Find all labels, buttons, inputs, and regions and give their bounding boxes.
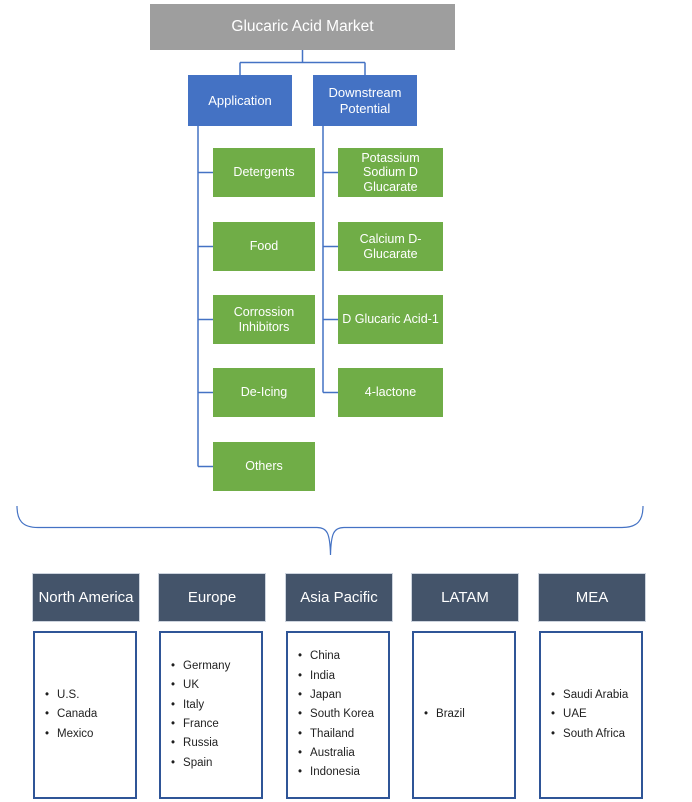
leaf-label: Potassium Sodium D Glucarate — [361, 150, 420, 194]
country-label: Japan — [310, 689, 342, 702]
country-label: France — [183, 718, 219, 730]
leaf-label: 4-lactone — [364, 385, 417, 400]
country-item-russia: • Russia — [171, 734, 261, 753]
bullet-icon: • — [551, 727, 556, 740]
branch-downstream-potential: Downstream Potential — [313, 75, 417, 126]
leaf-label: Detergents — [233, 165, 295, 180]
country-item-thailand: • Thailand — [298, 725, 388, 744]
bullet-icon: • — [45, 727, 50, 740]
region-header-latam: LATAM — [411, 573, 519, 622]
country-label: Canada — [57, 708, 98, 721]
country-item-india: • India — [298, 667, 388, 686]
country-label: Thailand — [310, 727, 355, 740]
leaf-label: De-Icing — [240, 385, 288, 400]
branch-downstream-potential-label: Downstream Potential — [328, 84, 402, 116]
bullet-icon: • — [171, 737, 176, 750]
leaf-label: Food — [249, 239, 279, 254]
country-item-saudi-arabia: • Saudi Arabia — [551, 686, 641, 705]
root-node-label: Glucaric Acid Market — [231, 18, 374, 35]
region-list-asia-pacific: •China•India•Japan•South Korea•Thailand•… — [286, 631, 390, 799]
region-header-label: LATAM — [441, 589, 489, 606]
bullet-icon: • — [298, 650, 303, 663]
leaf-food: Food — [213, 222, 315, 271]
country-item-italy: • Italy — [171, 696, 261, 715]
country-label: Brazil — [436, 708, 465, 721]
bullet-icon: • — [171, 756, 176, 769]
bullet-icon: • — [298, 708, 303, 721]
country-item-spain: • Spain — [171, 754, 261, 773]
branch-application: Application — [188, 75, 292, 126]
country-item-indonesia: • Indonesia — [298, 763, 388, 782]
country-label: UK — [183, 679, 200, 692]
country-item-uk: • UK — [171, 676, 261, 695]
region-list-latam: • Brazil — [412, 631, 516, 799]
bullet-icon: • — [298, 689, 303, 702]
bullet-icon: • — [171, 660, 176, 673]
country-item-france: • France — [171, 715, 261, 734]
country-label: U.S. — [57, 689, 80, 702]
country-item-uae: • UAE — [551, 705, 641, 724]
leaf-4-lactone: 4-lactone — [338, 368, 443, 417]
country-item-japan: • Japan — [298, 686, 388, 705]
bullet-icon: • — [551, 689, 556, 702]
leaf-label: Calcium D-Glucarate — [359, 232, 422, 261]
region-header-label: North America — [38, 589, 134, 606]
leaf-potassium-sodium-d-glucarate: Potassium Sodium D Glucarate — [338, 148, 443, 197]
country-label: Italy — [183, 698, 205, 711]
bullet-icon: • — [551, 708, 556, 721]
region-header-label: Asia Pacific — [300, 589, 378, 606]
leaf-de-icing: De-Icing — [213, 368, 315, 417]
country-label: UAE — [563, 708, 587, 721]
region-header-asia-pacific: Asia Pacific — [285, 573, 393, 622]
region-header-europe: Europe — [158, 573, 266, 622]
country-label: Spain — [183, 756, 213, 769]
leaf-detergents: Detergents — [213, 148, 315, 197]
country-item-south-africa: • South Africa — [551, 725, 641, 744]
root-node: Glucaric Acid Market — [150, 4, 455, 50]
leaf-d-glucaric-acid-1: D Glucaric Acid-1 — [338, 295, 443, 344]
branch-application-label: Application — [208, 92, 272, 108]
leaf-label: D Glucaric Acid-1 — [342, 312, 439, 327]
region-header-label: MEA — [575, 589, 609, 606]
leaf-corrossion-inhibitors: Corrossion Inhibitors — [213, 295, 315, 344]
bullet-icon: • — [171, 718, 176, 730]
bullet-icon: • — [298, 746, 303, 759]
bullet-icon: • — [298, 669, 303, 682]
country-label: Australia — [310, 746, 355, 759]
region-list-north-america: • U.S. • Canada • Mexico — [33, 631, 137, 799]
country-label: Mexico — [57, 727, 94, 740]
country-item-germany: • Germany — [171, 657, 261, 676]
region-header-north-america: North America — [32, 573, 140, 622]
country-label: Indonesia — [310, 766, 360, 779]
region-list-mea: • Saudi Arabia • UAE • South Africa — [539, 631, 643, 799]
region-header-label: Europe — [187, 589, 237, 606]
country-label: China — [310, 650, 341, 663]
country-label: Russia — [183, 737, 219, 750]
bullet-icon: • — [45, 689, 50, 702]
country-item-u-s: • U.S. — [45, 686, 135, 705]
country-label: India — [310, 669, 335, 682]
country-label: South Korea — [310, 708, 374, 721]
country-item-china: • China — [298, 647, 388, 666]
country-item-brazil: • Brazil — [424, 705, 514, 724]
country-label: South Africa — [563, 727, 626, 740]
bullet-icon: • — [45, 708, 50, 721]
leaf-label: Corrossion Inhibitors — [233, 305, 295, 334]
bullet-icon: • — [424, 708, 429, 721]
bullet-icon: • — [171, 698, 176, 711]
leaf-others: Others — [213, 442, 315, 491]
region-header-mea: MEA — [538, 573, 646, 622]
bullet-icon: • — [171, 679, 176, 692]
country-item-mexico: • Mexico — [45, 725, 135, 744]
leaf-label: Others — [245, 459, 283, 474]
leaf-calcium-d-glucarate: Calcium D-Glucarate — [338, 222, 443, 271]
country-item-australia: • Australia — [298, 744, 388, 763]
bullet-icon: • — [298, 766, 303, 779]
country-label: Germany — [183, 660, 231, 673]
country-item-south-korea: • South Korea — [298, 705, 388, 724]
country-label: Saudi Arabia — [563, 689, 629, 702]
bullet-icon: • — [298, 727, 303, 740]
country-item-canada: • Canada — [45, 705, 135, 724]
region-list-europe: • Germany • UK • Italy • France • Russia • Spain — [159, 631, 263, 799]
